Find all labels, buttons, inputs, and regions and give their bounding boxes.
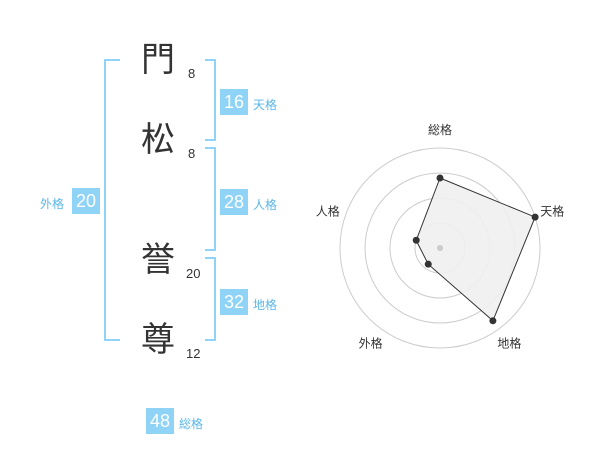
- radar-axis-label-3: 地格: [497, 335, 521, 350]
- radar-point-3: [489, 317, 497, 325]
- jinkaku-badge: 28: [220, 189, 248, 215]
- chikaku-badge: 32: [220, 289, 248, 315]
- gaikaku-bracket: [104, 59, 120, 341]
- name-char-3: 誉: [141, 240, 175, 280]
- name-char-1: 門: [141, 40, 175, 80]
- radar-point-4: [424, 260, 432, 268]
- radar-series-polygon: [415, 177, 536, 322]
- chikaku-bracket: [205, 257, 216, 341]
- tenkaku-badge: 16: [220, 89, 248, 115]
- radar-axis-label-1: 総格: [428, 122, 452, 137]
- soukaku-badge: 48: [146, 408, 174, 434]
- stroke-count-3: 20: [186, 266, 201, 281]
- stroke-count-1: 8: [188, 66, 196, 81]
- tenkaku-label: 天格: [253, 98, 278, 112]
- stroke-count-4: 12: [186, 346, 201, 361]
- radar-axis-label-5: 人格: [316, 204, 340, 219]
- radar-axis-label-2: 天格: [540, 204, 564, 219]
- chikaku-label: 地格: [253, 298, 278, 312]
- gaikaku-badge: 20: [72, 188, 100, 214]
- radar-ring: [339, 147, 541, 349]
- gaikaku-label: 外格: [40, 197, 65, 211]
- radar-point-5: [412, 236, 420, 244]
- radar-axis-label-4: 外格: [359, 335, 383, 350]
- tenkaku-bracket: [205, 59, 216, 141]
- stroke-count-2: 8: [188, 146, 196, 161]
- soukaku-label: 総格: [179, 417, 204, 431]
- radar-point-2: [531, 213, 539, 221]
- radar-point-1: [436, 174, 444, 182]
- jinkaku-label: 人格: [253, 198, 278, 212]
- radar-center-dot: [437, 245, 443, 251]
- name-char-2: 松: [141, 120, 175, 160]
- jinkaku-bracket: [205, 147, 216, 251]
- name-char-4: 尊: [141, 320, 175, 360]
